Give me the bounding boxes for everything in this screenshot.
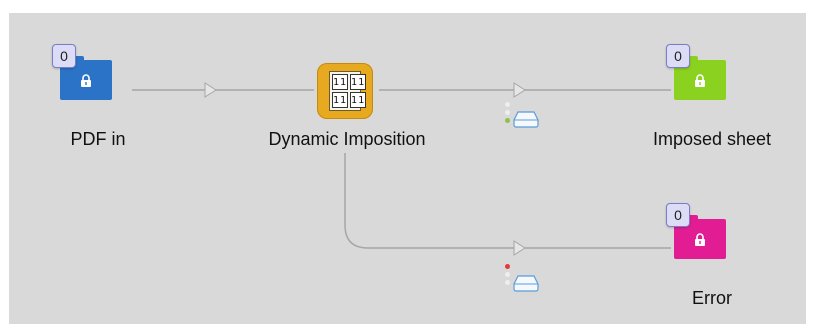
job-count-badge: 0 (52, 44, 76, 68)
job-count-badge: 0 (666, 203, 690, 227)
flow-canvas[interactable]: 0 PDF in 11 11 11 11 Dynamic Imposition … (9, 13, 806, 324)
dynamic-imposition-tool[interactable]: 11 11 11 11 (317, 63, 373, 119)
wire-imposition-to-error (344, 153, 671, 249)
dynamic-imposition-label: Dynamic Imposition (268, 129, 426, 149)
status-dot (505, 272, 510, 277)
imposition-cell: 11 (350, 74, 367, 90)
success-connection[interactable] (503, 100, 547, 136)
arrow-icon (513, 82, 526, 98)
error-folder[interactable]: 0 (666, 203, 726, 259)
arrow-icon (513, 240, 526, 256)
status-dot (505, 102, 510, 107)
status-dot (505, 110, 510, 115)
job-count-badge: 0 (666, 44, 690, 68)
status-dot (505, 280, 510, 285)
lock-icon (695, 74, 705, 87)
imposition-icon: 11 11 11 11 (329, 71, 367, 111)
error-connection[interactable] (503, 264, 547, 300)
error-label: Error (692, 288, 732, 308)
connection-wires (132, 82, 671, 256)
lock-icon (695, 233, 705, 246)
drive-icon (513, 275, 539, 292)
arrow-icon (204, 82, 217, 98)
pdf-in-label: PDF in (70, 129, 126, 149)
lock-icon (81, 74, 91, 87)
imposition-cell: 11 (332, 92, 349, 108)
pdf-in-folder[interactable]: 0 (52, 44, 112, 100)
drive-icon (513, 111, 539, 128)
imposition-cell: 11 (332, 74, 349, 90)
imposition-cell: 11 (350, 92, 367, 108)
imposed-sheet-folder[interactable]: 0 (666, 44, 726, 100)
imposed-sheet-label: Imposed sheet (652, 129, 772, 149)
status-dot (505, 264, 510, 269)
status-dot (505, 118, 510, 123)
